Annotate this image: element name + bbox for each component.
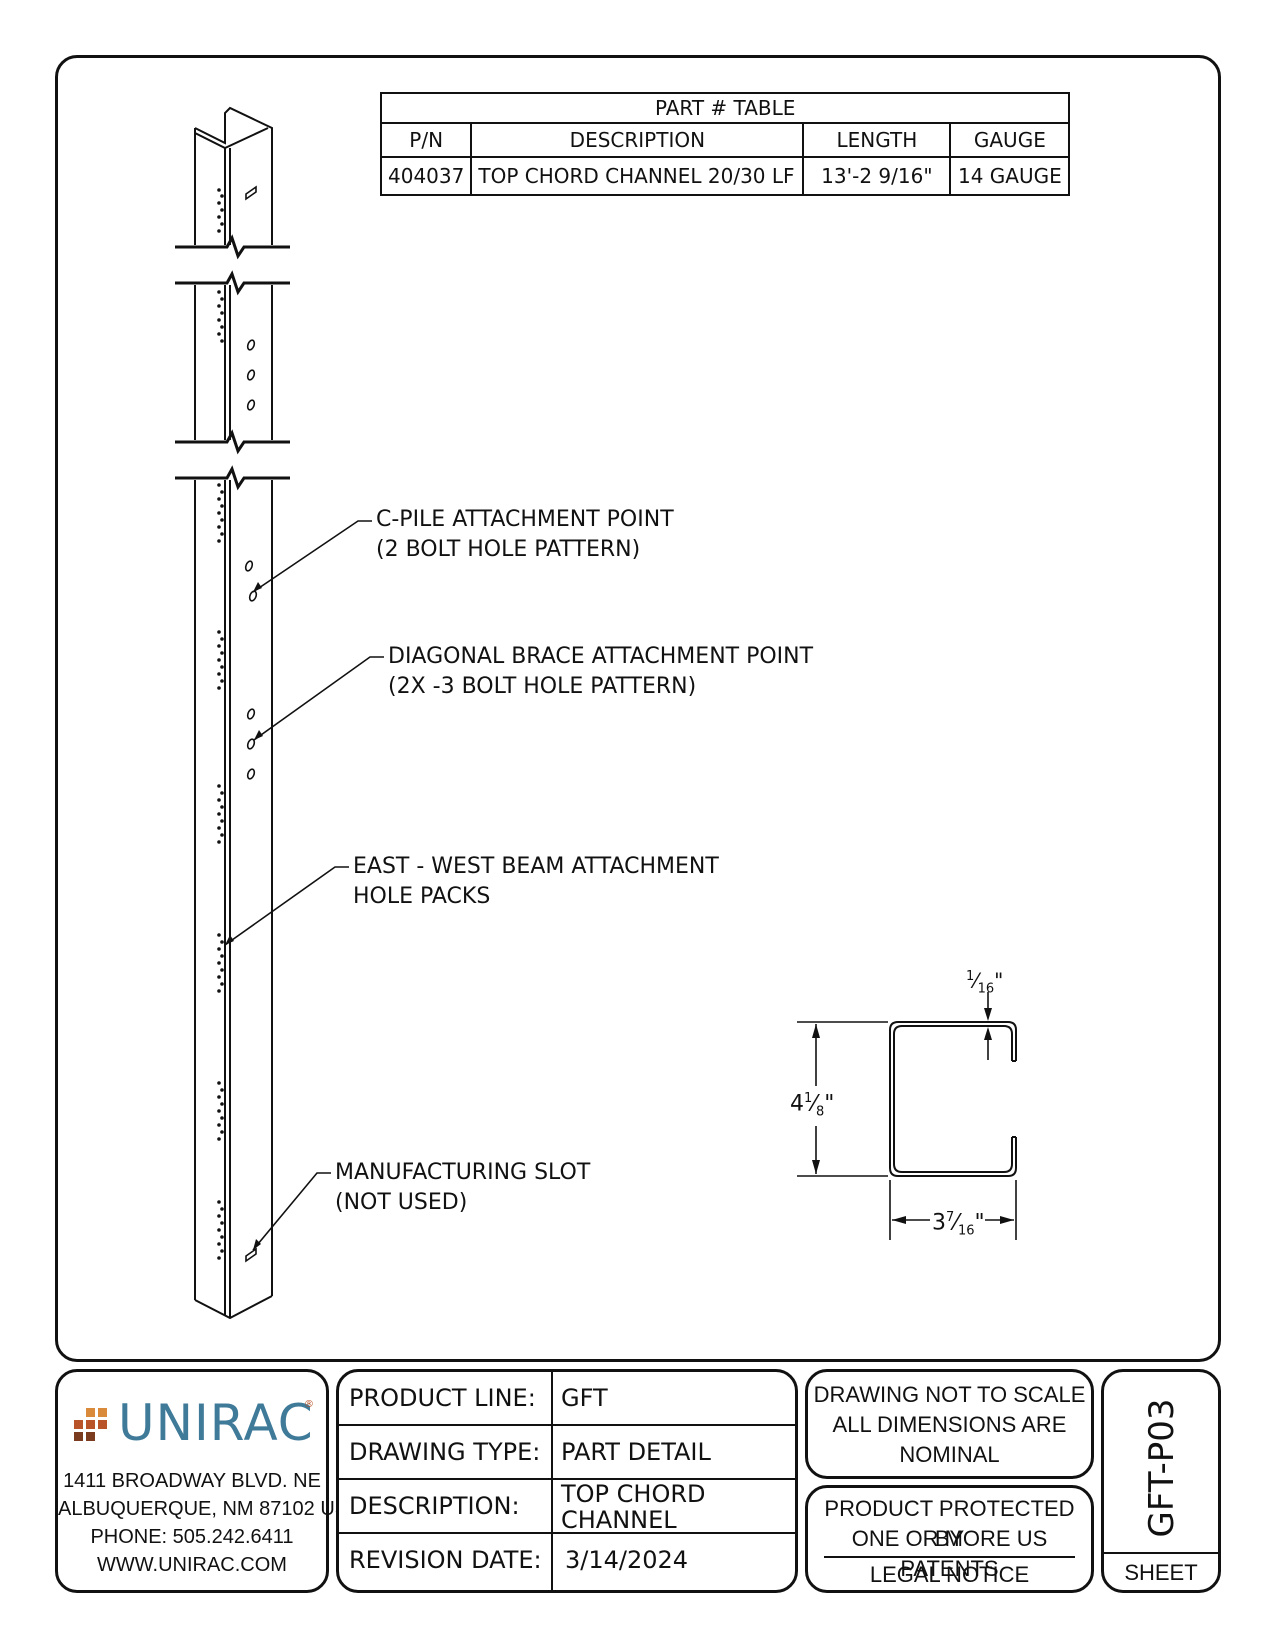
- address-line1: 1411 BROADWAY BLVD. NE: [63, 1470, 321, 1492]
- ew-beam-callout-line1: EAST - WEST BEAM ATTACHMENT: [353, 854, 719, 879]
- product-line-label: PRODUCT LINE:: [349, 1384, 536, 1412]
- scale-note-line1: DRAWING NOT TO SCALE: [813, 1382, 1086, 1407]
- legal-line2: ONE OR MORE US PATENTS: [851, 1526, 1048, 1581]
- sheet-label: SHEET: [1124, 1560, 1198, 1585]
- drawing-type-value: PART DETAIL: [561, 1438, 711, 1466]
- revision-date-row: REVISION DATE: 3/14/2024: [339, 1534, 795, 1588]
- company-block: UNIRAC ® 1411 BROADWAY BLVD. NE ALBUQUER…: [55, 1369, 362, 1593]
- info-divider: [551, 1372, 553, 1590]
- drawing-info-block: PRODUCT LINE: GFT DRAWING TYPE: PART DET…: [336, 1369, 798, 1593]
- diagonal-brace-callout-line2: (2X -3 BOLT HOLE PATTERN): [388, 674, 697, 699]
- product-line-row: PRODUCT LINE: GFT: [339, 1372, 795, 1426]
- hole-pack-dots: [217, 188, 224, 1260]
- cell-length: 13'-2 9/16": [802, 156, 952, 196]
- header-gauge: GAUGE: [949, 122, 1071, 158]
- cpile-callout-line1: C-PILE ATTACHMENT POINT: [376, 507, 674, 532]
- height-dimension: 41⁄8": [790, 1086, 835, 1126]
- product-line-value: GFT: [561, 1384, 608, 1412]
- diagonal-brace-callout-line1: DIAGONAL BRACE ATTACHMENT POINT: [388, 644, 814, 669]
- table-row: 404037 TOP CHORD CHANNEL 20/30 LF 13'-2 …: [379, 156, 1071, 196]
- sheet-divider: [1104, 1552, 1218, 1554]
- address-line2: ALBUQUERQUE, NM 87102 USA: [58, 1498, 362, 1520]
- legal-line1: PRODUCT PROTECTED BY: [824, 1496, 1075, 1551]
- registered-mark: ®: [304, 1399, 314, 1410]
- legal-divider: [824, 1556, 1075, 1558]
- phone: PHONE: 505.242.6411: [90, 1526, 294, 1548]
- cell-description: TOP CHORD CHANNEL 20/30 LF: [470, 156, 805, 196]
- part-table-title: PART # TABLE: [379, 92, 1071, 124]
- part-table: PART # TABLE P/N DESCRIPTION LENGTH GAUG…: [379, 92, 1071, 196]
- drawing-type-row: DRAWING TYPE: PART DETAIL: [339, 1426, 795, 1480]
- slot-callout-line1: MANUFACTURING SLOT: [335, 1160, 591, 1185]
- description-value-line2: CHANNEL: [561, 1506, 677, 1534]
- company-name: UNIRAC: [118, 1394, 314, 1452]
- ew-beam-callout-line2: HOLE PACKS: [353, 884, 491, 909]
- scale-note-line3: NOMINAL: [899, 1442, 1000, 1467]
- unirac-logo-icon: [74, 1408, 107, 1441]
- sheet-block: GFT-P03 SHEET: [1101, 1369, 1221, 1593]
- sheet-number: GFT-P03: [1142, 1398, 1182, 1538]
- drawing-type-label: DRAWING TYPE:: [349, 1438, 541, 1466]
- revision-date-label: REVISION DATE:: [349, 1546, 542, 1574]
- description-value-line1: TOP CHORD: [561, 1480, 706, 1508]
- scale-note-block: DRAWING NOT TO SCALE ALL DIMENSIONS ARE …: [805, 1369, 1094, 1479]
- header-description: DESCRIPTION: [470, 122, 805, 158]
- header-pn: P/N: [379, 122, 473, 158]
- cell-pn: 404037: [379, 156, 473, 196]
- revision-date-value: 3/14/2024: [565, 1546, 689, 1574]
- drawing-frame: [55, 55, 1221, 1362]
- cross-section: [889, 1021, 1017, 1177]
- header-length: LENGTH: [802, 122, 952, 158]
- cpile-callout-line2: (2 BOLT HOLE PATTERN): [376, 537, 641, 562]
- thickness-dimension: 1⁄16": [966, 968, 1004, 997]
- slot-callout-line2: (NOT USED): [335, 1190, 468, 1215]
- description-label: DESCRIPTION:: [349, 1492, 520, 1520]
- cell-gauge: 14 GAUGE: [949, 156, 1071, 196]
- description-row: DESCRIPTION: TOP CHORD CHANNEL: [339, 1480, 795, 1534]
- scale-note-line2: ALL DIMENSIONS ARE: [832, 1412, 1067, 1437]
- legal-notice-block: PRODUCT PROTECTED BY ONE OR MORE US PATE…: [805, 1485, 1094, 1593]
- website: WWW.UNIRAC.COM: [97, 1554, 287, 1576]
- channel-elevation-drawing: [175, 106, 1017, 1320]
- legal-notice-title: LEGAL NOTICE: [869, 1562, 1030, 1587]
- width-dimension: 37⁄16": [932, 1210, 985, 1239]
